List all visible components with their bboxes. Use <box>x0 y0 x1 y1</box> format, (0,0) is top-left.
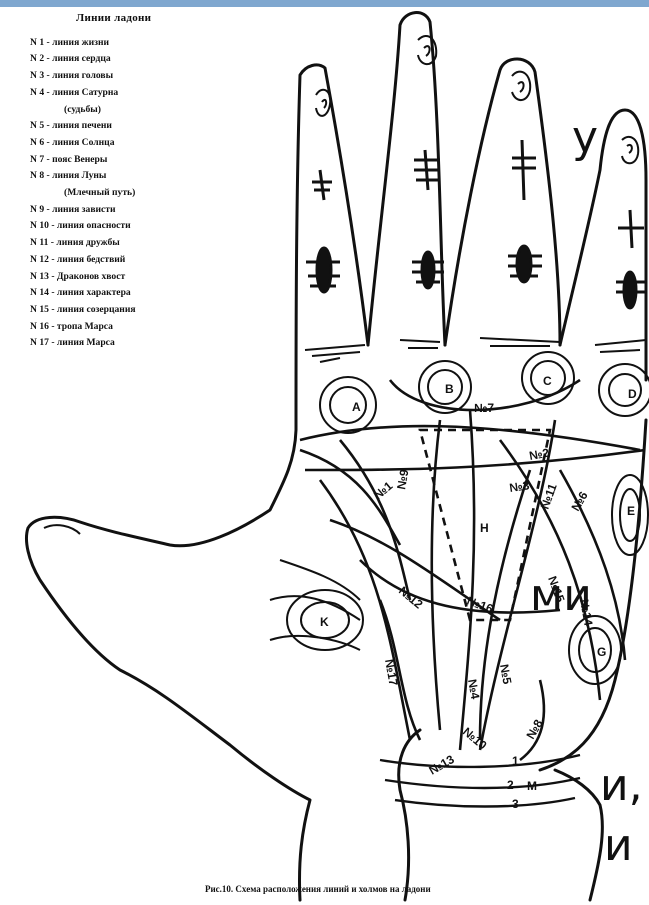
mounts <box>287 352 649 684</box>
palm-line-label: №16 <box>465 594 495 616</box>
labels-layer: ABCDEGHKM№1№2№3№4№5№6№7№8№9№10№11№12№13№… <box>320 374 637 811</box>
mount-label: K <box>320 615 329 629</box>
mount-label: H <box>480 521 489 535</box>
mount-label: G <box>597 645 606 659</box>
palm-lines <box>300 380 645 760</box>
palm-line-label: №3 <box>508 478 530 495</box>
mount-label: D <box>628 387 637 401</box>
palm-line-label: №7 <box>474 401 494 415</box>
figure-caption: Рис.10. Схема расположения линий и холмо… <box>205 884 431 894</box>
palm-line-label: №1 <box>371 478 396 502</box>
wrist-line-label: 2 <box>507 778 514 792</box>
wrist-line-label: 3 <box>512 797 519 811</box>
mount-label: M <box>527 779 537 793</box>
wrist-line-label: 1 <box>512 754 519 768</box>
mount-label: A <box>352 400 361 414</box>
mount-label: C <box>543 374 552 388</box>
finger-ridges <box>316 36 638 163</box>
palm-line-label: №12 <box>396 584 426 612</box>
palm-line-label: №9 <box>394 468 411 490</box>
wrist-bracelets <box>380 755 580 807</box>
knuckle-creases <box>305 338 646 362</box>
mount-label: E <box>627 504 635 518</box>
palm-line-label: №13 <box>427 752 457 778</box>
palm-line-label: №11 <box>538 481 560 511</box>
palm-line-label: №4 <box>465 678 482 700</box>
palm-line-label: №15 <box>545 574 567 604</box>
hand-outline <box>27 13 647 900</box>
palm-line-label: №5 <box>497 663 514 685</box>
mount-label: B <box>445 382 454 396</box>
